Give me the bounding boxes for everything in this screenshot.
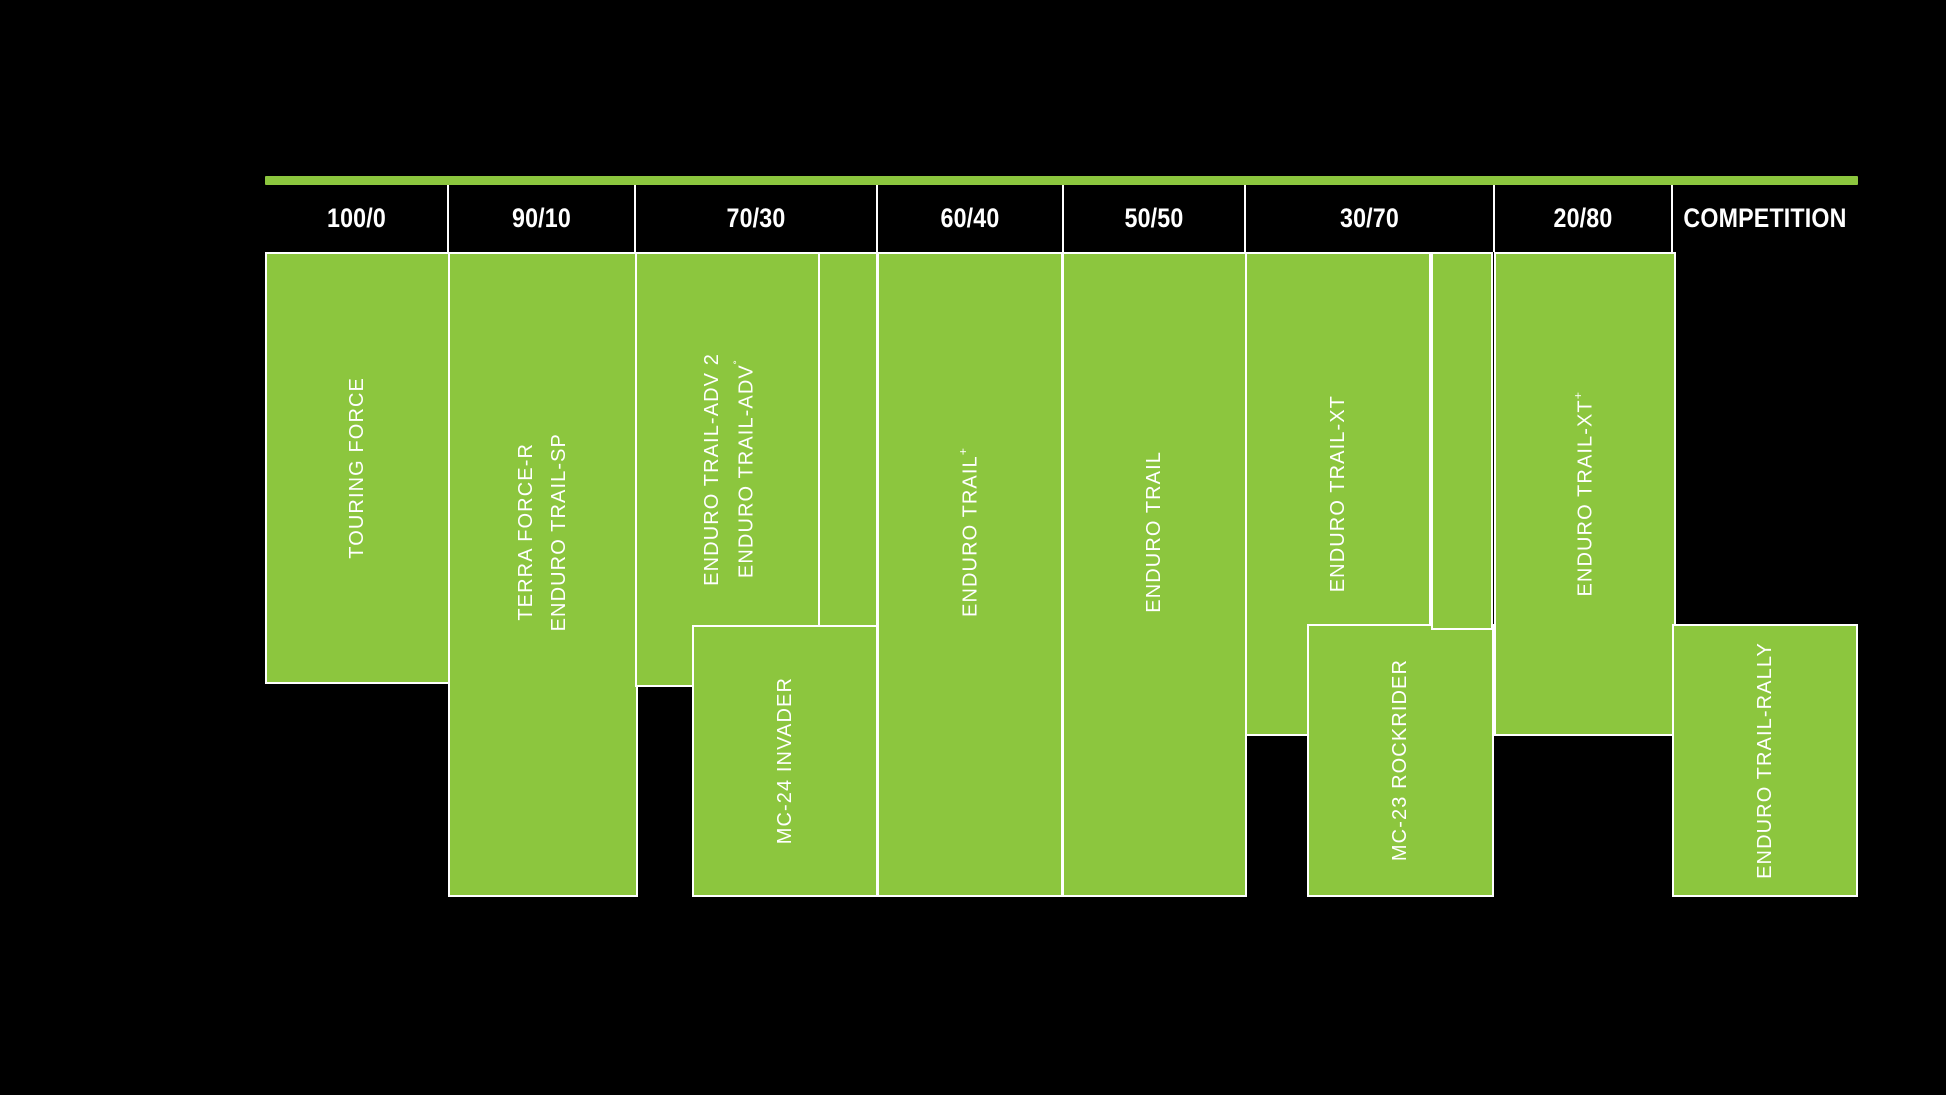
header-column-divider (1493, 185, 1495, 252)
header-cell-70-30[interactable]: 70/30 (652, 185, 860, 252)
bar-enduro-trail[interactable] (1062, 252, 1247, 897)
header-cell-label: 100/0 (327, 203, 386, 233)
header-cell-100-0[interactable]: 100/0 (278, 185, 435, 252)
bar-touring-force[interactable] (265, 252, 450, 684)
header-cell-label: 90/10 (512, 203, 571, 233)
header-cell-label: COMPETITION (1683, 203, 1847, 233)
header-cell-label: 20/80 (1553, 203, 1613, 233)
header-cell-label: 70/30 (726, 203, 786, 233)
bar-mc-24-invader[interactable] (692, 625, 878, 897)
header-cell-20-80[interactable]: 20/80 (1506, 185, 1659, 252)
bar-enduro-trail-adv-2[interactable] (635, 252, 825, 687)
top-accent-bar (265, 176, 1858, 185)
header-cell-90-10[interactable]: 90/10 (461, 185, 622, 252)
header-column-divider (876, 185, 878, 252)
bar-terra-force-r[interactable] (448, 252, 638, 897)
bar-enduro-trail-plus[interactable] (877, 252, 1063, 897)
header-column-divider (634, 185, 636, 252)
header-column-divider (447, 185, 449, 252)
header-cell-label: 30/70 (1340, 203, 1399, 233)
header-cell-label: 50/50 (1124, 203, 1184, 233)
bar-enduro-trail-rally[interactable] (1672, 624, 1858, 897)
header-column-divider (1244, 185, 1246, 252)
bar-enduro-trail-xt-gap[interactable] (1431, 252, 1493, 630)
header-column-divider (1671, 185, 1673, 252)
bar-enduro-trail-adv-ext[interactable] (818, 252, 878, 630)
bar-enduro-trail-xt-plus[interactable] (1494, 252, 1676, 736)
header-column-divider (1062, 185, 1064, 252)
header-cell-label: 60/40 (940, 203, 1000, 233)
bar-mc-23-rockrider[interactable] (1307, 624, 1494, 897)
header-cell-competition[interactable]: COMPETITION (1683, 185, 1847, 252)
header-cell-30-70[interactable]: 30/70 (1262, 185, 1476, 252)
header-cell-50-50[interactable]: 50/50 (1076, 185, 1233, 252)
header-cell-60-40[interactable]: 60/40 (890, 185, 1050, 252)
